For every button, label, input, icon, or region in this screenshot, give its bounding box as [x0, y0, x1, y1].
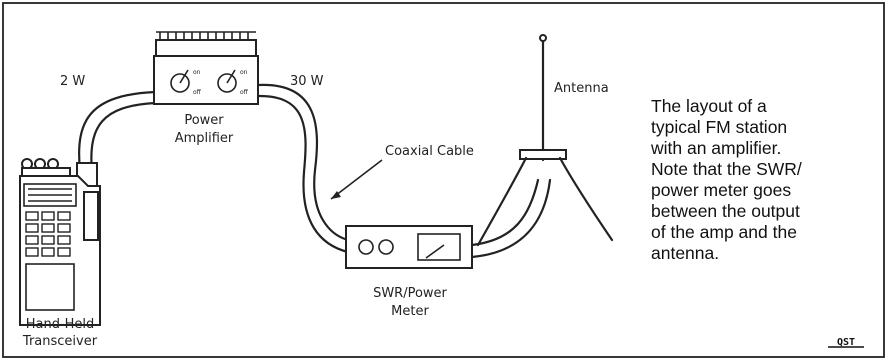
caption-line: typical FM station: [651, 117, 787, 137]
caption-line: Note that the SWR/: [651, 159, 802, 179]
amp-knob-left-icon: on off: [170, 69, 202, 96]
label-2w: 2 W: [60, 74, 85, 89]
svg-text:off: off: [240, 89, 249, 96]
svg-text:off: off: [193, 89, 202, 96]
label-handheld-1: Hand-Held: [26, 317, 95, 332]
label-coaxial-cable: Coaxial Cable: [385, 144, 474, 159]
label-swr-meter-2: Meter: [391, 304, 429, 319]
caption-line: antenna.: [651, 243, 719, 263]
qst-logo: QST: [828, 337, 864, 348]
caption-line: with an amplifier.: [650, 138, 781, 158]
coax-pointer-arrow: [330, 159, 383, 200]
handheld-transceiver-icon: [19, 158, 101, 326]
coax-meter-to-antenna: [470, 178, 552, 259]
qst-logo-text: QST: [837, 337, 855, 348]
label-handheld-2: Transceiver: [22, 334, 98, 349]
amp-knob-right-icon: on off: [217, 69, 249, 96]
swr-power-meter: [345, 225, 473, 269]
caption-line: power meter goes: [651, 180, 791, 200]
coax-amp-to-meter: [256, 83, 350, 254]
label-antenna: Antenna: [554, 81, 609, 96]
svg-text:on: on: [193, 69, 201, 76]
keypad: [25, 211, 71, 257]
heatsink-icon: [155, 31, 257, 57]
caption-line: of the amp and the: [651, 222, 797, 242]
label-power-amplifier-2: Amplifier: [175, 131, 234, 146]
caption-line: The layout of a: [651, 96, 767, 116]
antenna-icon: [476, 34, 614, 247]
svg-text:on: on: [240, 69, 248, 76]
caption-line: between the output: [651, 201, 800, 221]
caption: The layout of a typical FM station with …: [650, 96, 802, 263]
coax-handheld-to-amp: [78, 90, 157, 174]
power-amplifier: on off on off: [153, 31, 259, 105]
label-swr-meter-1: SWR/Power: [373, 286, 447, 301]
label-30w: 30 W: [290, 74, 324, 89]
label-power-amplifier-1: Power: [184, 113, 224, 128]
